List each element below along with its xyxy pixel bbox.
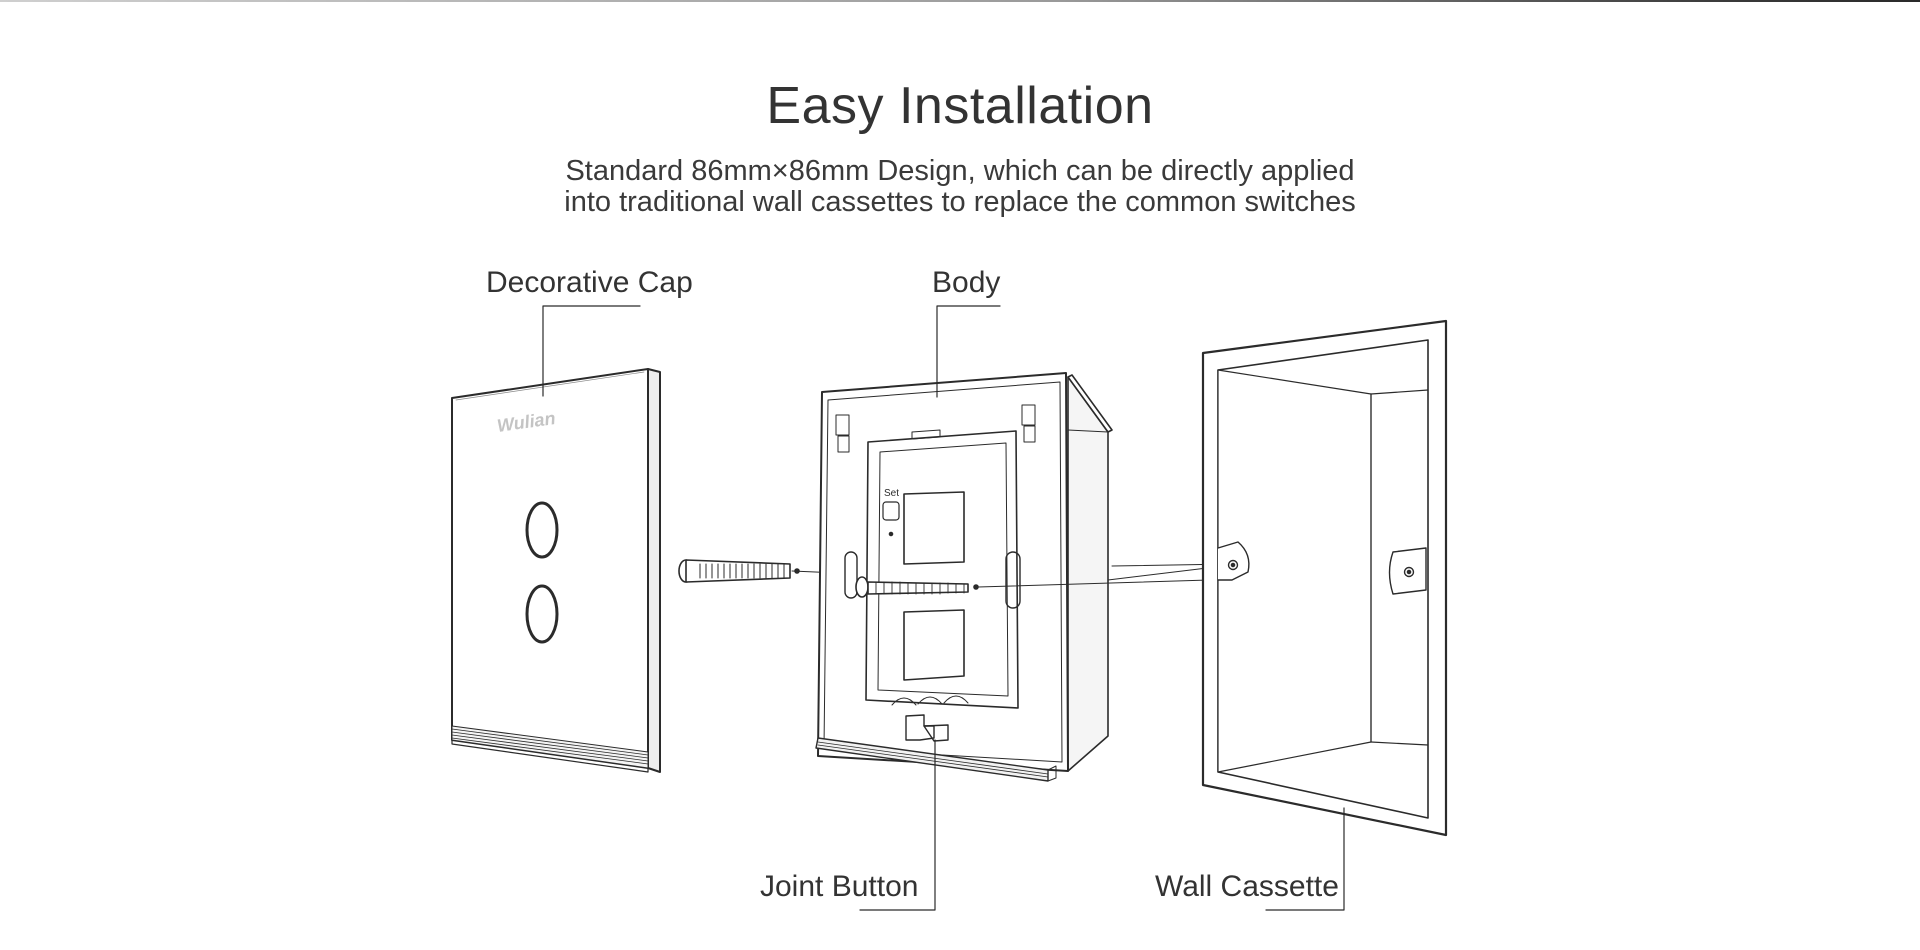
decorative-cap-panel	[451, 368, 661, 773]
cassette-screw-hole-right-icon	[1403, 566, 1415, 578]
top-divider	[0, 0, 1920, 2]
screw-right-icon	[855, 576, 979, 598]
leader-line-body	[936, 305, 1001, 398]
leader-line-decorative-cap	[542, 305, 641, 397]
page-subtitle: Standard 86mm×86mm Design, which can be …	[0, 156, 1920, 218]
set-label: Set	[884, 488, 899, 499]
cassette-screw-hole-left-icon	[1227, 559, 1239, 571]
subtitle-line-1: Standard 86mm×86mm Design, which can be …	[565, 155, 1355, 187]
touch-button-1-icon	[525, 501, 559, 559]
leader-line-wall-cassette	[1265, 807, 1345, 911]
page-title: Easy Installation	[766, 77, 1154, 135]
callout-body: Body	[932, 266, 1001, 299]
touch-button-2-icon	[525, 584, 559, 644]
callout-wall-cassette: Wall Cassette	[1155, 870, 1339, 903]
body-module	[815, 372, 1113, 782]
screw-left-icon	[678, 559, 863, 583]
subtitle-line-2: into traditional wall cassettes to repla…	[564, 186, 1356, 218]
leader-line-joint-button	[859, 739, 936, 911]
joint-button-icon	[905, 714, 935, 741]
set-button-icon	[882, 501, 900, 521]
wall-cassette-box	[1201, 319, 1448, 837]
callout-decorative-cap: Decorative Cap	[486, 266, 693, 299]
callout-joint-button: Joint Button	[760, 870, 919, 903]
